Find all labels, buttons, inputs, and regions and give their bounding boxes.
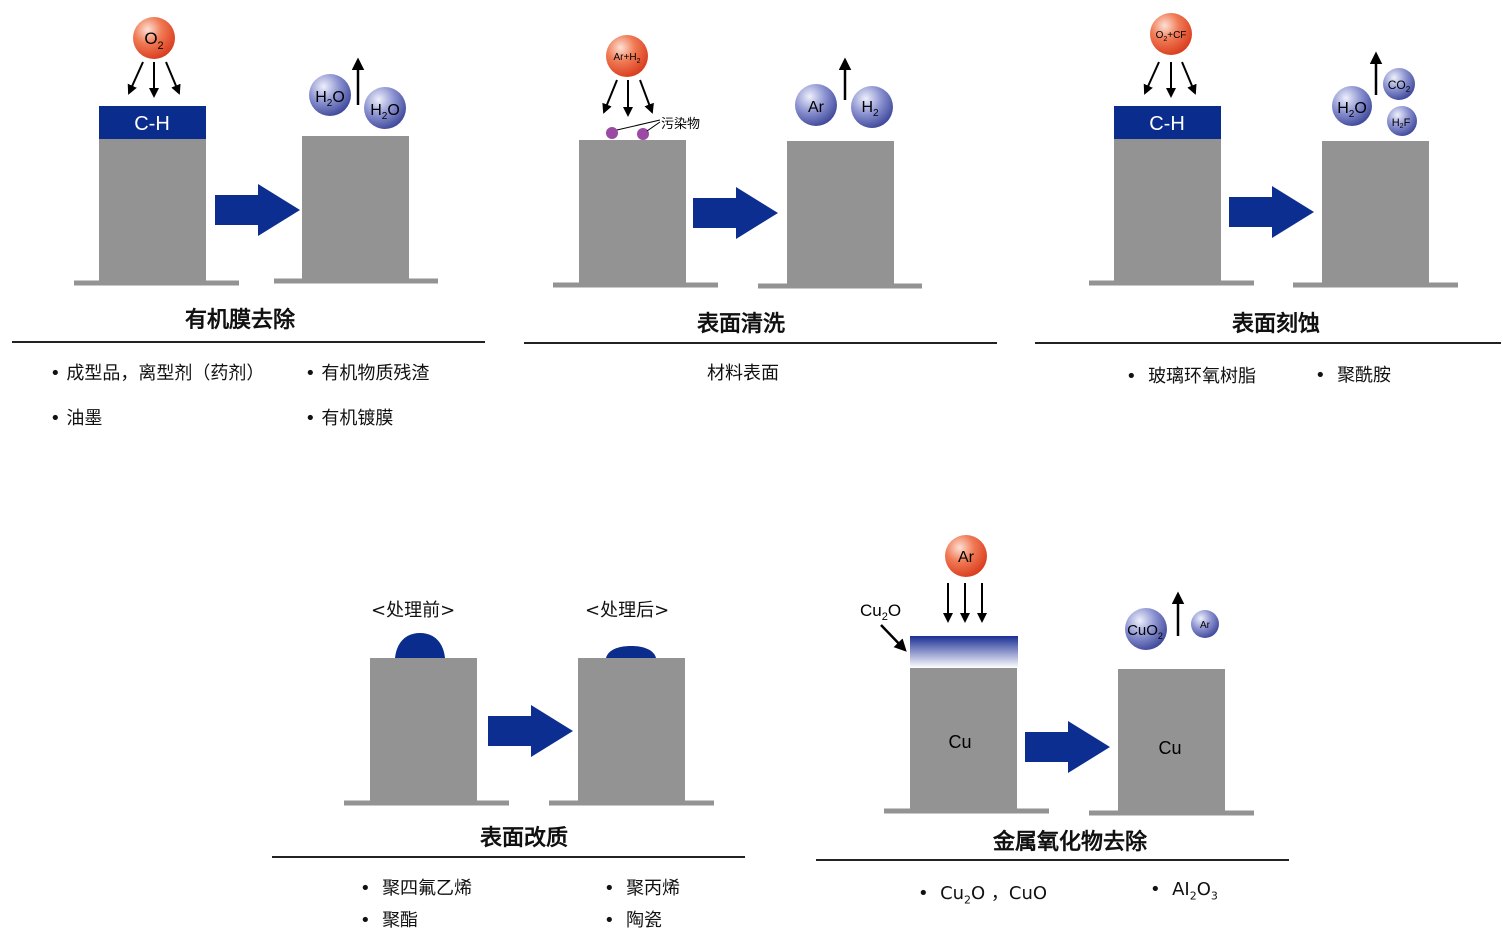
panel-metal-oxide-removal: Cu Ar Cu2O Cu CuO2 Ar <box>860 535 1254 816</box>
divider <box>1035 342 1501 344</box>
process-arrow <box>1229 186 1314 238</box>
cu-label-before: Cu <box>948 732 971 752</box>
panel-surface-modification <box>344 633 714 806</box>
down-arrow <box>1143 61 1160 95</box>
h2o-product-ball <box>1332 86 1372 126</box>
list-item: 材料表面 <box>707 363 779 384</box>
ar-product-ball <box>1191 610 1219 638</box>
oxide-pointer-arrow <box>880 624 907 652</box>
panel-title: 金属氧化物去除 <box>993 830 1148 855</box>
panel-title: 表面清洗 <box>697 312 786 337</box>
process-arrow <box>693 187 778 239</box>
down-arrow <box>639 79 654 114</box>
o2-reactant-label: O2 <box>144 29 163 52</box>
down-arrow <box>127 61 144 95</box>
h2-product-ball <box>851 86 893 128</box>
divider <box>524 342 997 344</box>
o2-reactant-ball <box>133 17 175 59</box>
cuo2-product-ball <box>1125 608 1167 650</box>
ch-layer-label: C-H <box>134 113 170 135</box>
substrate-block-before <box>1114 139 1221 283</box>
list-item: • 成型品，离型剂（药剂） <box>50 363 265 384</box>
contaminant-leader <box>616 119 661 131</box>
co2-product-label: CO2 <box>1388 78 1411 94</box>
cu-block-after <box>1118 669 1225 813</box>
h2o-product-label: H2O <box>315 89 345 109</box>
ch-layer <box>1114 106 1221 139</box>
list-item: • 有机物质残渣 <box>305 363 430 384</box>
divider <box>12 341 485 343</box>
list-item: • Cu2O ，CuO <box>918 883 1048 907</box>
panel-surface-etching: C-H O2+CF CO2 H2O H2F <box>1089 13 1458 288</box>
h2o-product-ball <box>309 74 351 116</box>
oxide-layer <box>910 636 1018 668</box>
substrate-block-before <box>370 658 477 803</box>
contaminant-dot <box>606 127 618 139</box>
water-droplet-before <box>395 633 445 658</box>
down-arrow <box>602 79 618 114</box>
substrate-block-before <box>99 139 206 283</box>
o2-cf-reactant-label: O2+CF <box>1156 30 1187 43</box>
substrate-block-after <box>578 658 685 803</box>
ch-layer <box>99 106 206 139</box>
cu-label-after: Cu <box>1158 738 1181 758</box>
ar-product-label: Ar <box>808 99 825 116</box>
h2f-product-label: H2F <box>1392 117 1411 130</box>
panel-surface-cleaning: Ar+H2 污染物 Ar H2 <box>553 35 922 289</box>
after-label: <处理后> <box>585 600 670 621</box>
ar-h2-reactant-label: Ar+H2 <box>614 52 641 65</box>
substrate-block-after <box>787 141 894 286</box>
h2f-product-ball <box>1387 106 1417 136</box>
divider <box>272 856 745 858</box>
panel-title: 表面改质 <box>480 826 569 851</box>
cuo2-product-label: CuO2 <box>1127 622 1163 641</box>
list-item: • 聚酰胺 <box>1315 365 1392 386</box>
o2-cf-reactant-ball <box>1150 13 1192 55</box>
list-item: • 陶瓷 <box>604 910 663 931</box>
list-item: • 有机镀膜 <box>305 408 394 429</box>
cu-block-before <box>910 668 1017 811</box>
panel-title: 表面刻蚀 <box>1232 312 1321 337</box>
list-item: • 聚四氟乙烯 <box>360 878 473 899</box>
contaminant-label: 污染物 <box>661 117 700 132</box>
substrate-block-after <box>1322 141 1429 285</box>
process-arrow <box>488 705 573 757</box>
list-item: • 聚丙烯 <box>604 878 681 899</box>
ar-reactant-ball <box>945 535 987 577</box>
h2o-product-ball <box>364 87 406 129</box>
panel-organic-film-removal: C-H O2 H2O H2O <box>74 17 438 286</box>
ar-h2-reactant-ball <box>606 35 648 77</box>
down-arrow <box>165 61 181 95</box>
water-droplet-after <box>606 646 656 658</box>
process-arrow <box>215 184 300 236</box>
process-arrow <box>1025 721 1110 773</box>
ar-reactant-label: Ar <box>958 549 975 566</box>
co2-product-ball <box>1383 68 1415 100</box>
cu2o-label: Cu2O <box>860 601 901 623</box>
list-item: • 玻璃环氧树脂 <box>1126 366 1257 387</box>
h2-product-label: H2 <box>861 99 879 119</box>
ar-product-label: Ar <box>1200 620 1211 631</box>
down-arrow <box>1181 61 1197 95</box>
contaminant-leader <box>646 121 661 132</box>
list-item: • 油墨 <box>50 408 103 429</box>
list-item: • AI2O3 <box>1150 879 1218 903</box>
ch-layer-label: C-H <box>1149 113 1185 135</box>
panel-title: 有机膜去除 <box>185 308 296 333</box>
list-item: • 聚酯 <box>360 910 419 931</box>
ar-product-ball <box>795 84 837 126</box>
divider <box>816 859 1289 861</box>
substrate-block-before <box>579 140 686 285</box>
h2o-product-label: H2O <box>370 102 400 122</box>
contaminant-dot <box>637 128 649 140</box>
before-label: <处理前> <box>371 600 456 621</box>
h2o-product-label: H2O <box>1337 100 1367 120</box>
substrate-block-after <box>302 136 409 281</box>
